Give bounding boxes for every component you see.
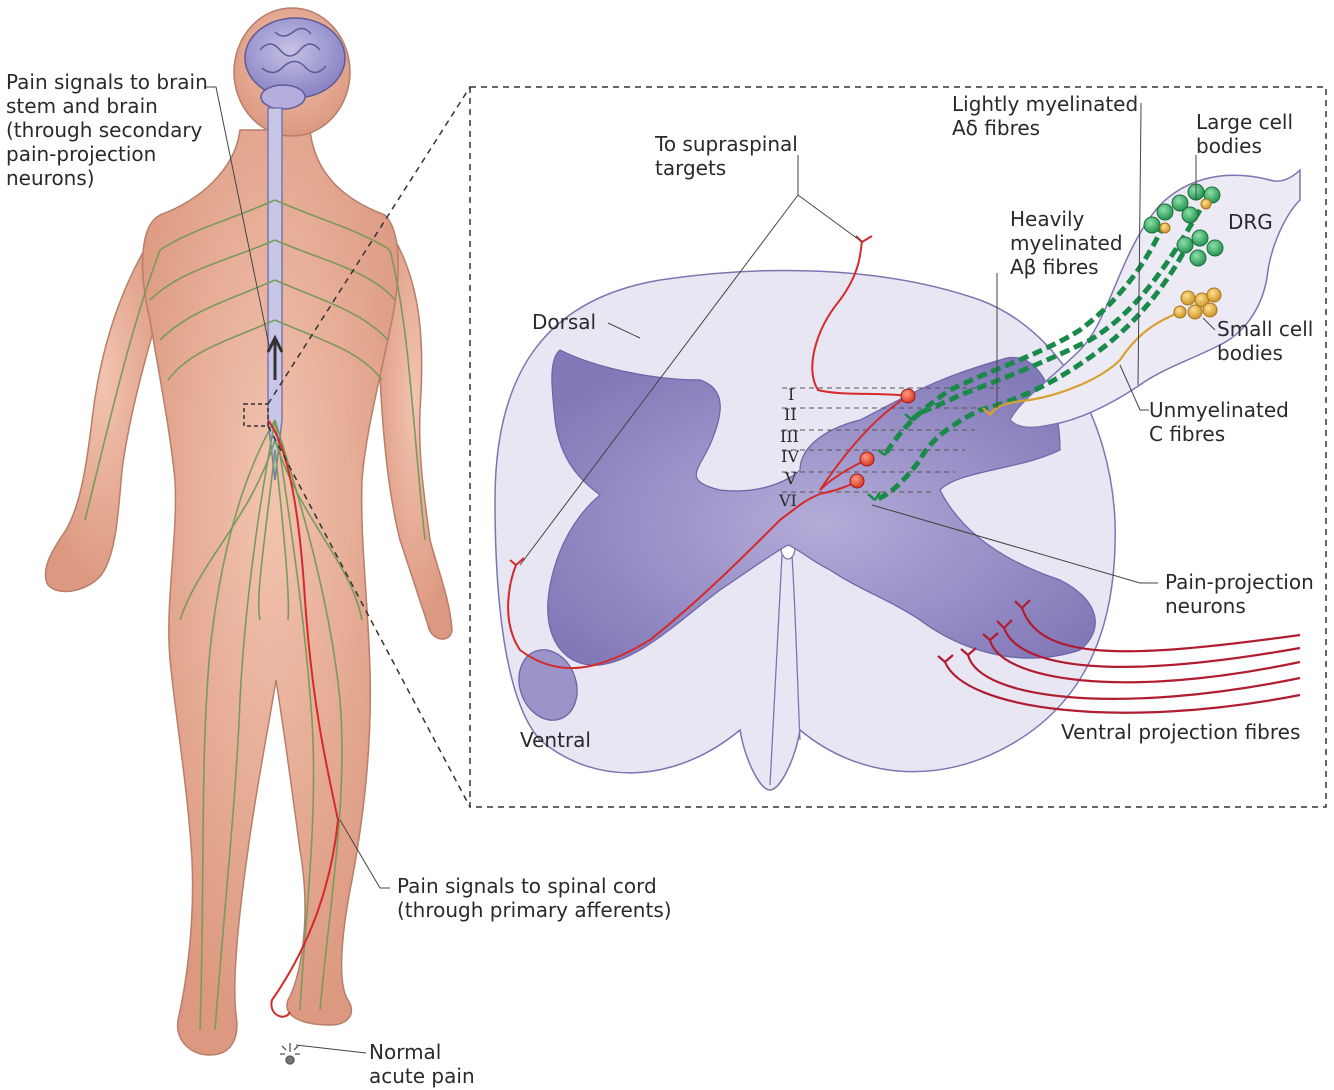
lamina-II: II bbox=[784, 405, 797, 424]
label-ventral-projection-fibres: Ventral projection fibres bbox=[1061, 720, 1321, 744]
label-dorsal-wrap: Dorsal bbox=[532, 310, 622, 340]
lamina-IV: IV bbox=[781, 447, 799, 466]
label-small-cell-bodies: Small cell bodies bbox=[1217, 317, 1332, 365]
label-lightly-wrap: Lightly myelinated Aδ fibres bbox=[952, 92, 1152, 148]
label-supraspinal-wrap: To supraspinal targets bbox=[655, 132, 815, 188]
label-unmyelinated: Unmyelinated C fibres bbox=[1149, 398, 1329, 446]
neuron-lamina-V bbox=[850, 474, 864, 488]
lamina-VI: VI bbox=[778, 491, 797, 510]
label-ventral-wrap: Ventral bbox=[520, 728, 620, 758]
label-dorsal: Dorsal bbox=[532, 310, 622, 334]
label-spinal-signals-wrap: Pain signals to spinal cord (through pri… bbox=[397, 874, 687, 934]
label-ventral: Ventral bbox=[520, 728, 620, 752]
label-spinal-signals: Pain signals to spinal cord (through pri… bbox=[397, 874, 687, 922]
label-acute-pain-wrap: Normal acute pain bbox=[369, 1040, 489, 1090]
lamina-III: III bbox=[780, 427, 799, 446]
label-pain-projection-wrap: Pain-projection neurons bbox=[1165, 570, 1334, 626]
label-drg-wrap: DRG bbox=[1228, 210, 1298, 240]
label-brain-signals-wrap: Pain signals to brain stem and brain (th… bbox=[6, 70, 216, 210]
cerebellum bbox=[261, 85, 305, 109]
label-lightly-myelinated: Lightly myelinated Aδ fibres bbox=[952, 92, 1152, 140]
lamina-V: V bbox=[784, 469, 797, 488]
label-heavily-wrap: Heavily myelinated Aβ fibres bbox=[1010, 207, 1140, 287]
label-brain-signals: Pain signals to brain stem and brain (th… bbox=[6, 70, 216, 190]
label-drg: DRG bbox=[1228, 210, 1298, 234]
pain-stimulus-icon bbox=[280, 1043, 300, 1064]
label-unmyelinated-wrap: Unmyelinated C fibres bbox=[1149, 398, 1329, 454]
label-ventral-projection-wrap: Ventral projection fibres bbox=[1061, 720, 1321, 750]
label-acute-pain: Normal acute pain bbox=[369, 1040, 489, 1088]
neuron-lamina-IV bbox=[860, 452, 874, 466]
label-small-cell-wrap: Small cell bodies bbox=[1217, 317, 1332, 373]
label-supraspinal: To supraspinal targets bbox=[655, 132, 815, 180]
neuron-lamina-I bbox=[901, 389, 915, 403]
lamina-I: I bbox=[788, 385, 794, 404]
label-large-cell-wrap: Large cell bodies bbox=[1196, 110, 1326, 166]
label-pain-projection-neurons: Pain-projection neurons bbox=[1165, 570, 1334, 618]
label-heavily-myelinated: Heavily myelinated Aβ fibres bbox=[1010, 207, 1140, 279]
label-large-cell-bodies: Large cell bodies bbox=[1196, 110, 1326, 158]
